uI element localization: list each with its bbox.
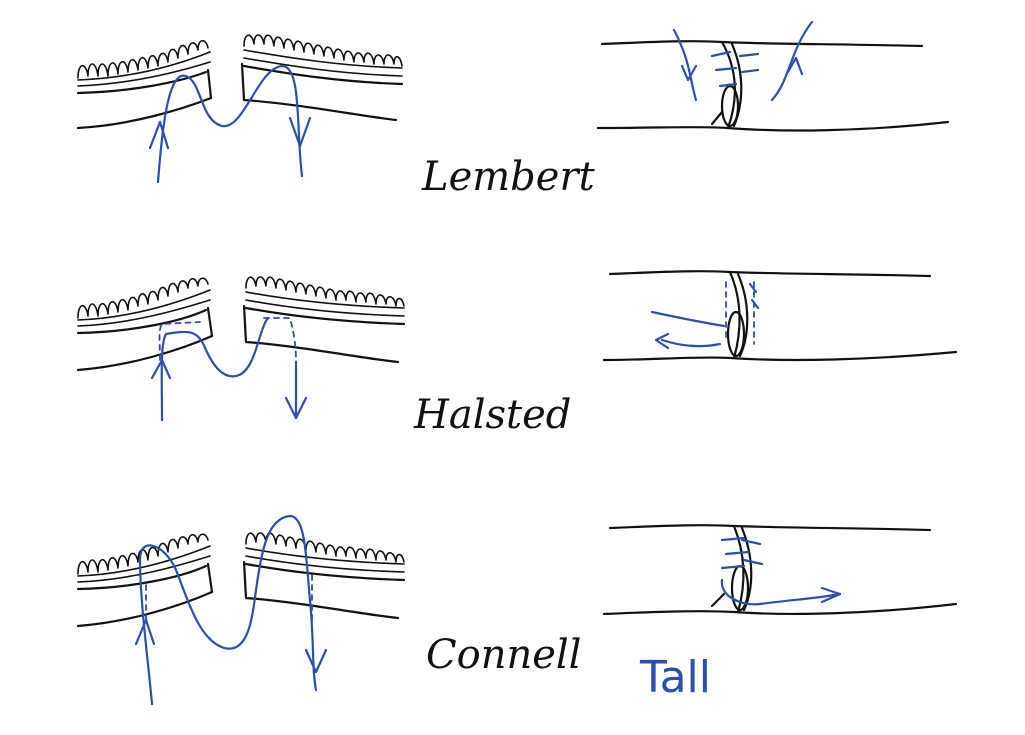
halsted-cross-section — [76, 276, 406, 422]
left-submucosa-line — [76, 70, 208, 95]
connell-arrow-down — [304, 648, 328, 674]
connell-cross-section — [76, 514, 406, 706]
lembert-end-arrow-right — [786, 56, 804, 76]
halsted-bottom-line — [602, 350, 958, 362]
connell-left-serosa — [76, 590, 214, 628]
lembert-stitch-5 — [718, 82, 738, 88]
lembert-arrow-down — [288, 116, 312, 148]
right-submucosa-line — [242, 64, 404, 86]
left-villi — [77, 39, 209, 79]
lembert-tuck — [710, 110, 724, 126]
connell-stitch-4 — [740, 538, 762, 546]
halsted-right-mucosa-1 — [245, 291, 405, 309]
connell-stitch-2 — [724, 550, 750, 556]
connell-end-view — [602, 524, 958, 616]
lembert-end-suture-left — [672, 28, 698, 102]
halsted-left-cut-edge — [206, 306, 214, 338]
lembert-end-arrow-left — [680, 64, 698, 82]
lembert-arrow-up — [148, 120, 170, 150]
label-connell: Connell — [426, 632, 581, 678]
connell-left-mucosa-1 — [77, 545, 211, 577]
halsted-right-villi — [245, 276, 405, 307]
connell-right-submucosa — [244, 562, 406, 582]
halsted-left-mucosa-1 — [77, 289, 211, 321]
halsted-arrow-down — [284, 396, 308, 420]
connell-right-cut-edge — [242, 560, 248, 600]
halsted-end-view — [602, 270, 958, 362]
right-villi — [243, 34, 403, 67]
halsted-end-tick-1 — [748, 282, 758, 294]
halsted-top-line — [608, 270, 932, 278]
connell-right-serosa — [244, 596, 400, 620]
lembert-bottom-line — [596, 120, 950, 132]
lembert-top-line — [600, 40, 924, 48]
halsted-left-serosa — [76, 334, 214, 372]
left-serosa-line — [76, 96, 213, 130]
halsted-left-mucosa-2 — [77, 299, 211, 327]
connell-right-villi — [245, 532, 405, 563]
right-mucosa-line-1 — [243, 49, 403, 69]
lembert-stitch-2 — [714, 66, 738, 72]
lembert-stitch-4 — [740, 68, 760, 74]
halsted-dash-left — [158, 321, 201, 361]
lembert-end-view — [596, 20, 950, 132]
halsted-left-submucosa — [76, 308, 208, 335]
halsted-end-suture — [650, 310, 726, 328]
halsted-dash-right — [263, 317, 297, 363]
lembert-end-suture-right — [770, 20, 814, 102]
connell-stitch-5 — [742, 558, 764, 566]
connell-stitch-3 — [720, 564, 746, 570]
halsted-right-cut-edge — [242, 304, 248, 344]
connell-stitch-1 — [720, 536, 746, 542]
connell-left-cut-edge — [206, 562, 214, 594]
connell-end-arrow — [820, 586, 842, 604]
halsted-left-villi — [77, 277, 209, 319]
left-cut-edge — [206, 68, 213, 100]
lembert-inverted-edge — [720, 84, 740, 128]
halsted-suture-path — [160, 316, 270, 422]
halsted-end-arrow — [654, 332, 670, 350]
connell-tuck — [710, 592, 726, 608]
lembert-suture-path — [156, 64, 304, 184]
halsted-arrow-up — [150, 358, 172, 380]
right-mucosa-line-2 — [243, 57, 403, 77]
halsted-right-mucosa-2 — [245, 299, 405, 317]
connell-top-line — [608, 524, 932, 532]
connell-left-mucosa-2 — [77, 555, 211, 583]
label-lembert: Lembert — [421, 154, 596, 200]
left-mucosa-line-2 — [77, 61, 211, 87]
connell-right-mucosa-1 — [245, 547, 405, 565]
right-serosa-line — [242, 98, 398, 122]
connell-suture-path — [138, 514, 318, 706]
halsted-right-submucosa — [244, 306, 406, 326]
lembert-stitch-1 — [710, 50, 732, 58]
left-mucosa-line-1 — [77, 51, 211, 81]
halsted-end-tick-2 — [750, 298, 760, 310]
connell-bottom-line — [602, 602, 958, 616]
halsted-inverted-edge — [726, 310, 746, 358]
label-connell-note: Tall — [639, 652, 711, 703]
lembert-stitch-3 — [738, 52, 760, 58]
connell-end-suture — [720, 578, 842, 606]
connell-arrow-up — [134, 618, 156, 646]
label-halsted: Halsted — [413, 392, 571, 438]
halsted-end-suture-2 — [660, 338, 722, 348]
right-cut-edge — [240, 62, 246, 102]
halsted-right-serosa — [244, 340, 400, 364]
lembert-cross-section — [76, 34, 404, 184]
connell-left-submucosa — [76, 564, 208, 591]
